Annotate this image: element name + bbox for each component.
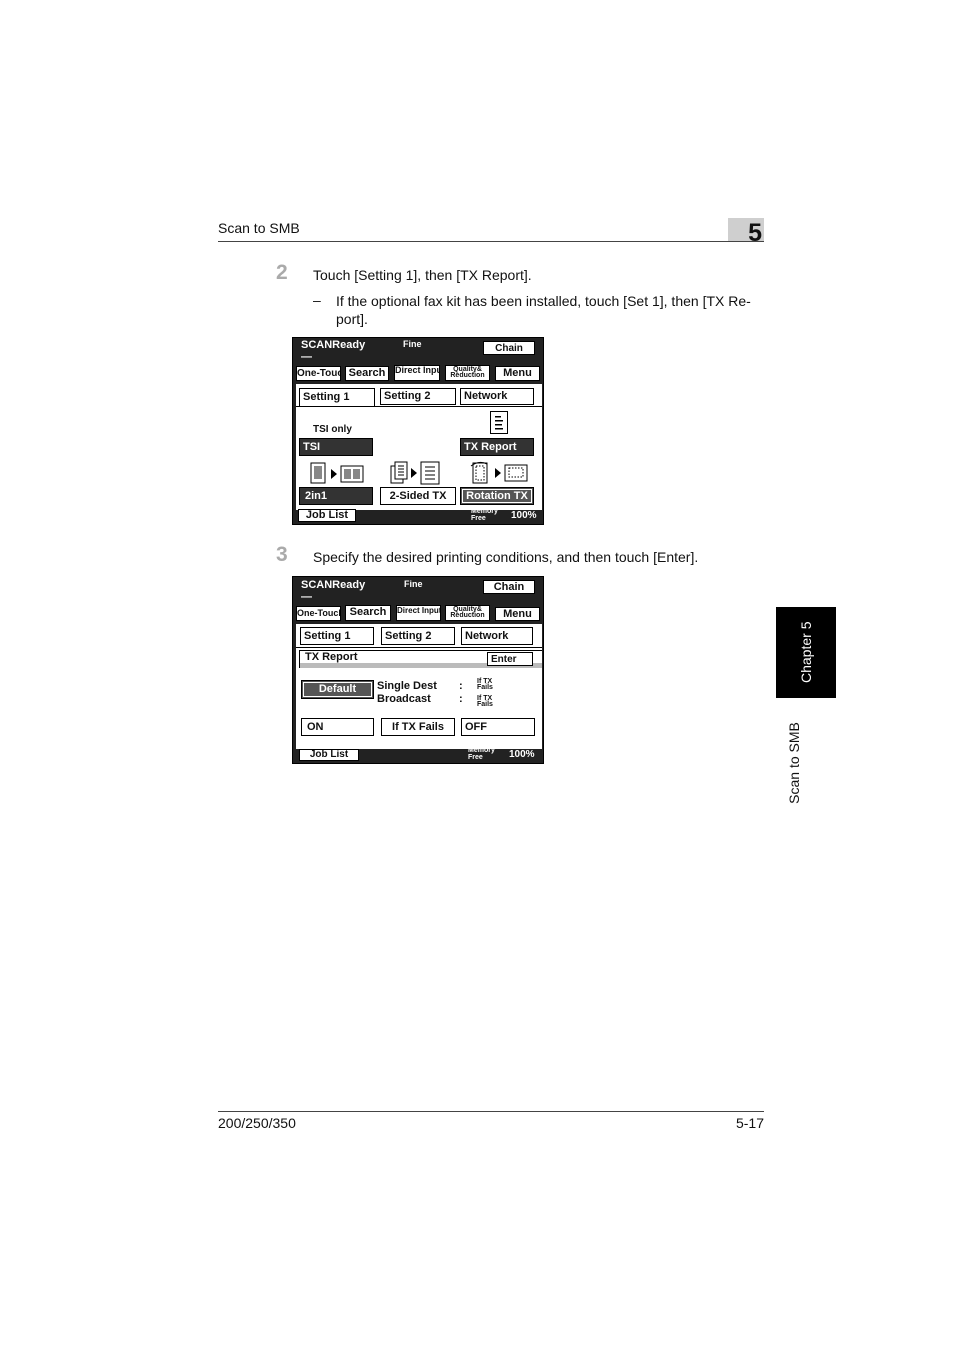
status-dash: —: [301, 351, 312, 363]
running-header-title: Scan to SMB: [218, 220, 300, 236]
step-number: 2: [276, 261, 288, 284]
two-in-one-icon: [309, 462, 365, 491]
tab-search[interactable]: Search: [345, 366, 389, 381]
header-rule: [218, 241, 764, 242]
tab-setting-2[interactable]: Setting 2: [381, 627, 455, 645]
tab-setting-1[interactable]: Setting 1: [299, 388, 375, 406]
sub-bullet-line: port].: [336, 311, 368, 327]
broadcast-label: Broadcast: [377, 693, 431, 705]
tab-one-touch[interactable]: One-Touch: [296, 366, 341, 381]
tab-network[interactable]: Network: [460, 388, 534, 405]
tx-report-button[interactable]: TX Report: [460, 438, 534, 456]
off-button[interactable]: OFF: [461, 718, 535, 736]
colon: :: [459, 693, 463, 705]
status-text: SCANReady: [301, 339, 366, 351]
tsi-caption: TSI only: [313, 424, 352, 435]
tab-setting-2[interactable]: Setting 2: [380, 388, 456, 405]
job-list-button[interactable]: Job List: [298, 509, 356, 522]
quality-text: Fine: [403, 339, 422, 349]
quality-text: Fine: [404, 579, 423, 589]
tab-direct-input[interactable]: Direct Input: [394, 365, 440, 381]
footer-model: 200/250/350: [218, 1115, 296, 1131]
step-text: Specify the desired printing conditions,…: [313, 549, 699, 565]
tx-report-icon: [490, 411, 508, 434]
chain-button[interactable]: Chain: [483, 580, 535, 594]
free-label: Free: [468, 754, 483, 761]
rotation-tx-icon: [469, 460, 529, 491]
broadcast-value: If TX Fails: [477, 695, 493, 708]
2in1-button[interactable]: 2in1: [299, 487, 373, 505]
if-tx-fails-button[interactable]: If TX Fails: [381, 718, 455, 736]
tab-quality-reduction[interactable]: Quality& Reduction: [445, 365, 490, 381]
memory-percent: 100%: [511, 510, 537, 521]
tab-divider: [296, 647, 542, 648]
step-text: Touch [Setting 1], then [TX Report].: [313, 267, 532, 283]
control-panel-screen-setting1: SCANReady — Fine Chain One-Touch Search …: [292, 337, 544, 525]
sub-bullet-text: If the optional fax kit has been install…: [336, 292, 764, 328]
tab-search[interactable]: Search: [345, 605, 391, 621]
on-button[interactable]: ON: [301, 718, 374, 736]
memory-label: Memory: [471, 508, 498, 515]
memory-label: Memory: [468, 747, 495, 754]
tsi-button[interactable]: TSI: [299, 438, 373, 456]
colon: :: [459, 680, 463, 692]
enter-button[interactable]: Enter: [487, 652, 533, 666]
tab-quality-reduction[interactable]: Quality& Reduction: [445, 605, 490, 621]
tab-divider: [296, 406, 542, 407]
status-dash: —: [301, 591, 312, 603]
panel-title: TX Report: [305, 651, 358, 663]
sub-bullet-dash: –: [313, 292, 321, 308]
memory-percent: 100%: [509, 749, 535, 760]
sub-bullet-line: If the optional fax kit has been install…: [336, 293, 751, 309]
single-dest-label: Single Dest: [377, 680, 437, 692]
free-label: Free: [471, 515, 486, 522]
chapter-number-badge: 5: [728, 218, 764, 247]
tab-one-touch[interactable]: One-Touch: [296, 606, 341, 621]
panel-header-shade: [300, 663, 542, 668]
tab-direct-input[interactable]: Direct Input: [396, 605, 441, 621]
rotation-tx-button[interactable]: Rotation TX: [460, 487, 534, 505]
default-button[interactable]: Default: [301, 680, 374, 699]
two-sided-icon: [389, 460, 445, 491]
footer-page-number: 5-17: [735, 1115, 764, 1131]
2-sided-tx-button[interactable]: 2-Sided TX: [380, 487, 456, 505]
step-number: 3: [276, 543, 288, 566]
tab-network[interactable]: Network: [461, 627, 533, 645]
tab-menu[interactable]: Menu: [495, 607, 540, 621]
section-side-tab: Scan to SMB: [776, 700, 810, 826]
chapter-side-tab-label: Chapter 5: [798, 621, 814, 683]
section-side-tab-label: Scan to SMB: [786, 722, 802, 804]
tab-setting-1[interactable]: Setting 1: [300, 627, 374, 645]
control-panel-screen-tx-report: SCANReady — Fine Chain One-Touch Search …: [292, 576, 544, 764]
footer-rule: [218, 1111, 764, 1112]
chain-button[interactable]: Chain: [483, 341, 535, 355]
chapter-side-tab: Chapter 5: [776, 607, 836, 698]
job-list-button[interactable]: Job List: [299, 749, 359, 761]
single-dest-value: If TX Fails: [477, 678, 493, 691]
tab-menu[interactable]: Menu: [495, 366, 540, 381]
status-text: SCANReady: [301, 579, 366, 591]
